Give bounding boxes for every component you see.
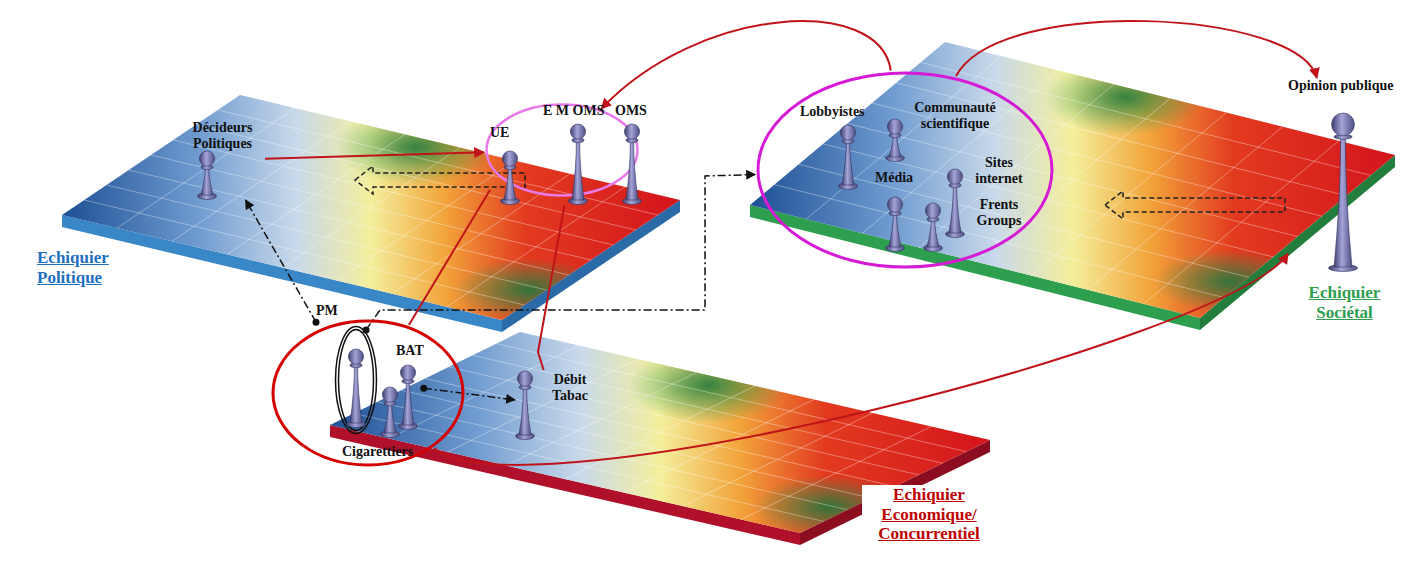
trend-arrow bbox=[1105, 191, 1285, 219]
pawn-label: Frents Groups bbox=[968, 197, 1030, 229]
pawn-figure bbox=[398, 364, 418, 430]
board-grid bbox=[1031, 113, 1226, 276]
connector bbox=[434, 254, 1288, 465]
connector bbox=[601, 21, 890, 108]
pawn-figure bbox=[346, 348, 366, 428]
chessboard-area: Echiquier Politique Décideurs Politiques U… bbox=[30, 85, 690, 340]
board-shade bbox=[454, 258, 604, 322]
pawn-label: BAT bbox=[396, 343, 424, 359]
pawn-figure bbox=[622, 123, 642, 205]
pawn-label: OMS bbox=[615, 103, 647, 119]
board-grid bbox=[392, 174, 570, 294]
pawn-label: Décideurs Politiques bbox=[180, 120, 265, 152]
pawn-label: E M OMS bbox=[543, 103, 604, 119]
group-ellipse: PM BAT Cigarettiers bbox=[270, 318, 466, 468]
chessboard bbox=[750, 42, 1395, 330]
pawn: PM bbox=[316, 303, 366, 428]
board-grid bbox=[1088, 127, 1283, 290]
board-grid bbox=[496, 344, 966, 452]
board-grid bbox=[683, 413, 873, 506]
connector bbox=[538, 205, 565, 370]
pawn-label: Opinion publique bbox=[1288, 78, 1393, 94]
chessboard-area: Echiquier Sociétal Lobbyistes Communauté s… bbox=[745, 35, 1405, 335]
pawn: UE bbox=[490, 125, 520, 205]
connector bbox=[409, 190, 490, 325]
board-grid bbox=[896, 83, 1346, 196]
pawn: Décideurs Politiques bbox=[180, 120, 265, 200]
chessboard-area: Echiquier Economique/ Concurrentiel PM BAT… bbox=[265, 315, 995, 565]
pawn-figure bbox=[568, 123, 588, 205]
pawn: Opinion publique bbox=[1288, 78, 1393, 272]
pawn: BAT bbox=[396, 343, 424, 430]
connector-dot bbox=[313, 319, 320, 326]
pawn-label: PM bbox=[316, 303, 338, 319]
pawn-figure bbox=[945, 168, 965, 238]
pawn-figure bbox=[885, 196, 905, 252]
connector-dot bbox=[420, 385, 427, 392]
group-ellipse: PM bbox=[334, 325, 378, 435]
board-title: Echiquier Economique/ Concurrentiel bbox=[862, 485, 996, 544]
pawn: Lobbyistes bbox=[800, 104, 865, 190]
pawn: Débit Tabac bbox=[515, 370, 594, 440]
pawn-label: Sites internet bbox=[968, 155, 1030, 187]
pawn-figure bbox=[923, 202, 943, 252]
connector bbox=[956, 21, 1317, 78]
pawn: Média bbox=[875, 170, 913, 252]
board-grid bbox=[282, 148, 460, 268]
pawn-label: Lobbyistes bbox=[800, 104, 865, 120]
board-title: Echiquier Sociétal bbox=[1300, 283, 1389, 322]
board-title: Echiquier Politique bbox=[35, 248, 134, 287]
pawn-figure bbox=[838, 124, 858, 190]
pawn-figure bbox=[197, 150, 217, 200]
board-grid bbox=[337, 161, 515, 281]
board-top bbox=[62, 95, 680, 320]
pawn-figure bbox=[380, 386, 400, 438]
pawn: E M OMS bbox=[543, 103, 604, 205]
connector bbox=[366, 175, 755, 330]
board-shade bbox=[628, 347, 788, 423]
pawn: Frents Groups bbox=[923, 197, 1030, 252]
pawn-figure bbox=[1328, 112, 1358, 272]
board-grid bbox=[196, 125, 636, 230]
board-grid bbox=[1144, 141, 1339, 304]
board-grid bbox=[624, 400, 814, 493]
pawn-label: Cigarettiers bbox=[342, 444, 413, 460]
board-grid bbox=[117, 108, 295, 228]
board-grid bbox=[173, 140, 613, 245]
connector bbox=[424, 388, 515, 400]
trend-arrow bbox=[355, 166, 525, 194]
pawn-figure bbox=[500, 150, 520, 205]
pawn: OMS bbox=[615, 103, 647, 205]
pawn: Communauté scientifique bbox=[885, 100, 1005, 162]
board-top bbox=[750, 42, 1395, 318]
pawn-label: Média bbox=[875, 170, 913, 186]
pawn-figure bbox=[515, 370, 535, 440]
board-shade bbox=[1045, 59, 1205, 135]
pawn-figure bbox=[885, 118, 905, 162]
board-grid bbox=[447, 187, 625, 307]
pawn-label: Débit Tabac bbox=[546, 372, 594, 404]
group-ellipse: Lobbyistes Communauté scientifiqueMédia Si… bbox=[755, 70, 1055, 270]
pawn-label: UE bbox=[490, 125, 509, 141]
chessboard bbox=[62, 95, 680, 332]
board-grid bbox=[425, 379, 895, 487]
board-grid bbox=[449, 367, 919, 475]
connector bbox=[246, 200, 316, 322]
pawn: Cigarettiers bbox=[342, 386, 413, 460]
pawn-label: Communauté scientifique bbox=[905, 100, 1005, 132]
group-ellipse: UEE M OMSOMS bbox=[484, 102, 640, 198]
board-grid bbox=[218, 110, 658, 215]
connector bbox=[265, 152, 484, 158]
